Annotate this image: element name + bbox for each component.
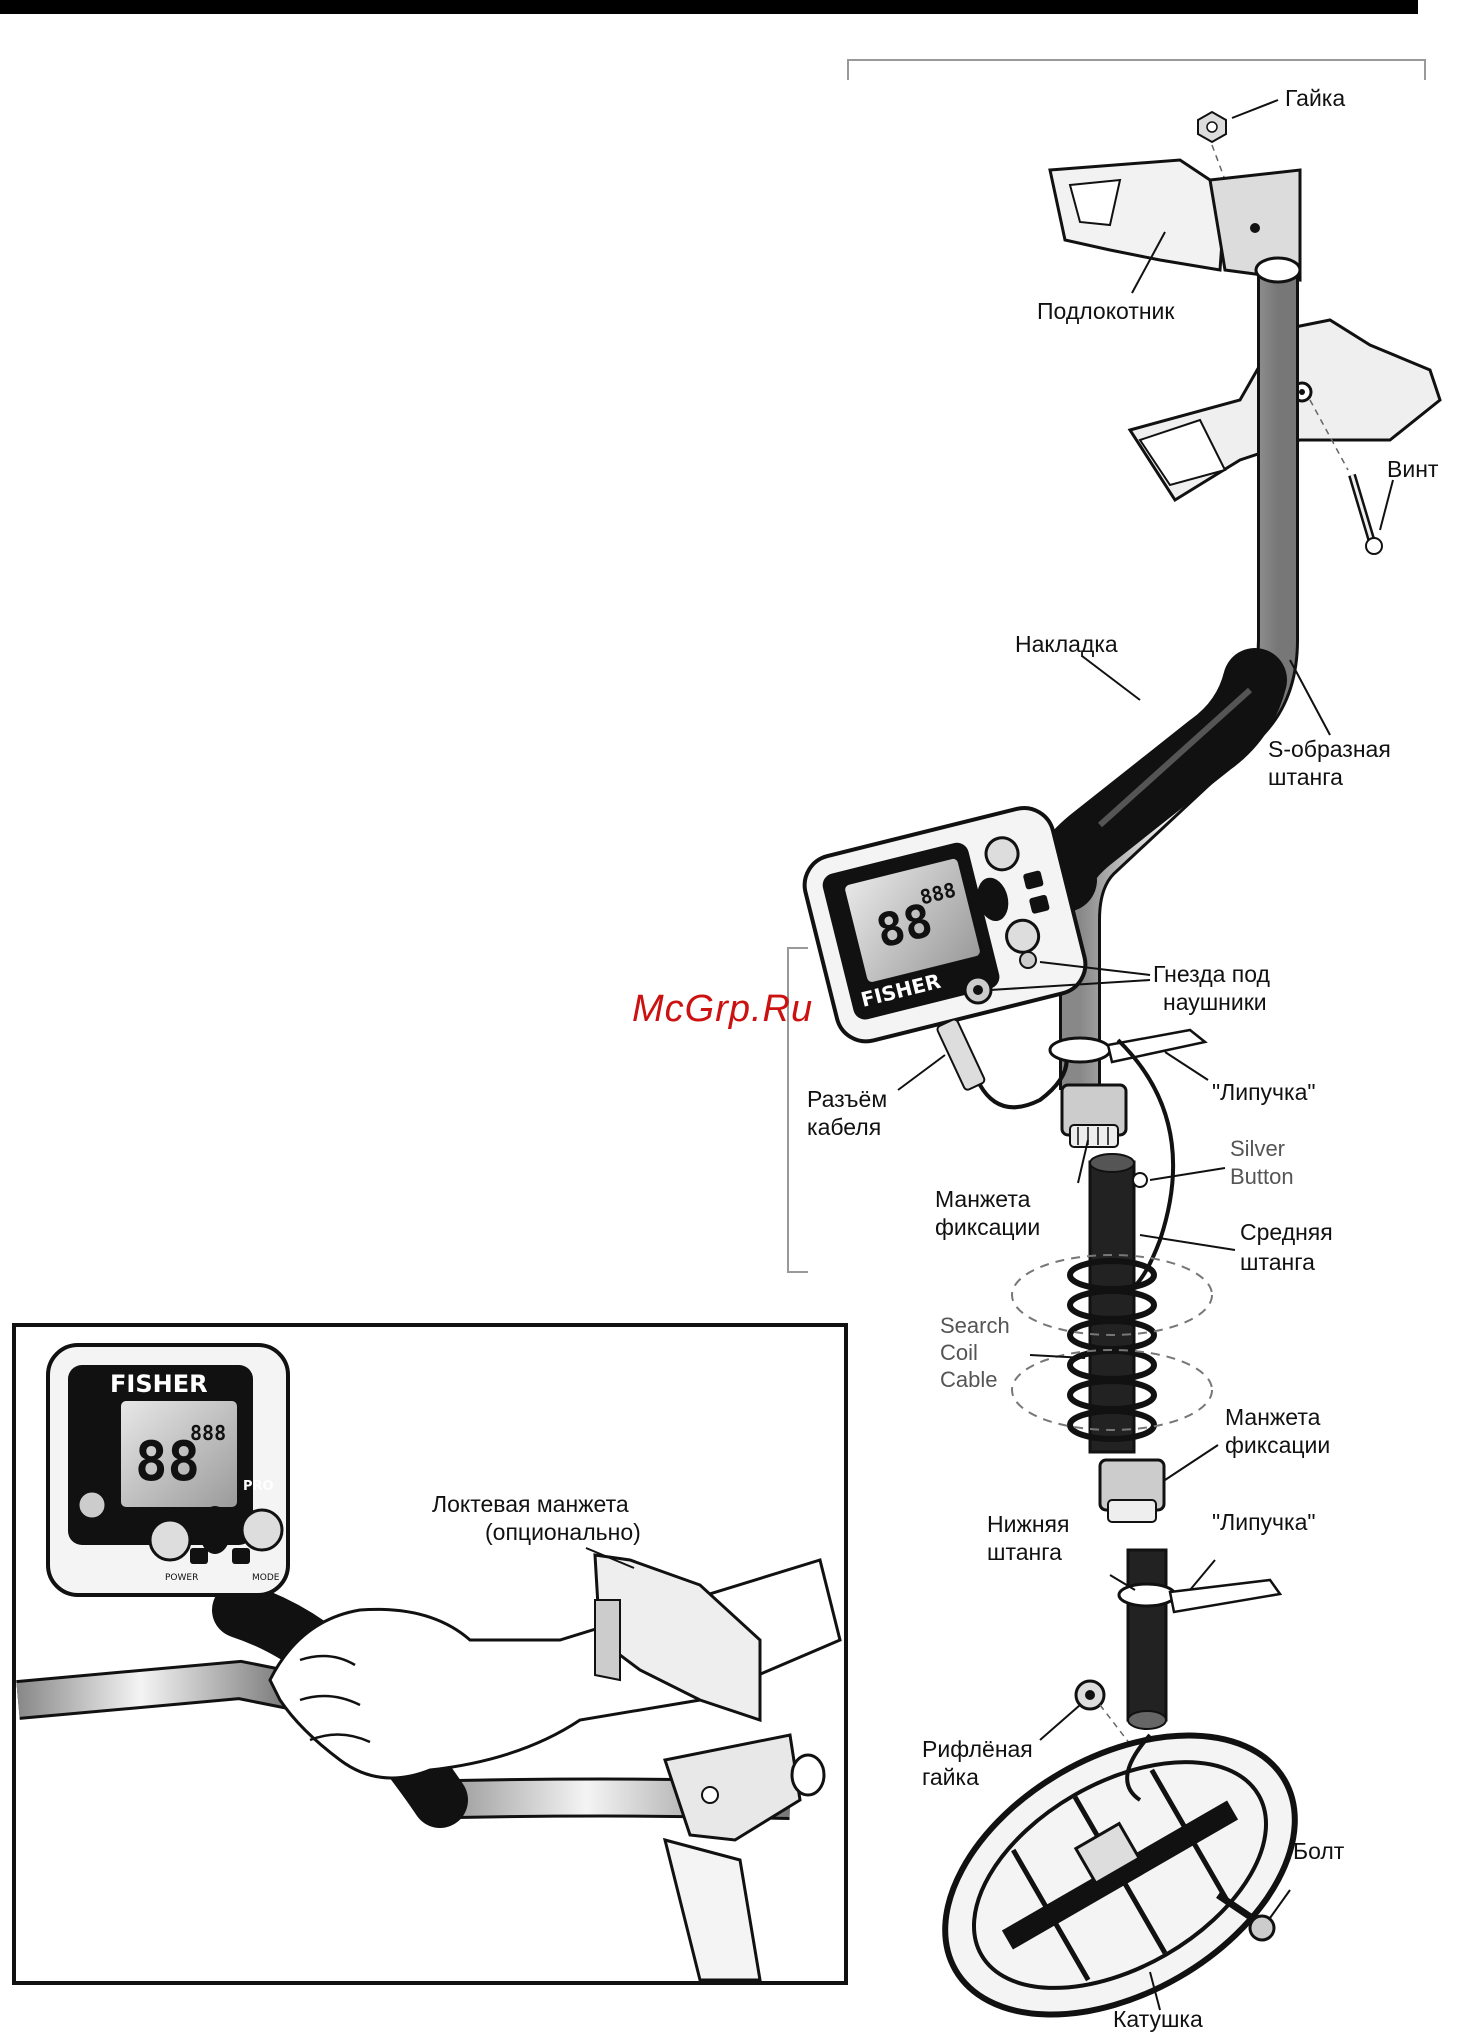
watermark: McGrp.Ru <box>632 988 814 1030</box>
silver-button-icon <box>1132 1172 1148 1188</box>
label-lower-rod-2: штанга <box>987 1539 1062 1565</box>
label-silver-button-1: Silver <box>1230 1136 1286 1161</box>
svg-text:MODE: MODE <box>252 1573 280 1583</box>
screw-icon <box>1348 473 1383 555</box>
svg-text:FISHER: FISHER <box>110 1370 208 1398</box>
top-bar <box>0 0 1418 14</box>
label-silver-button-2: Button <box>1230 1164 1294 1189</box>
label-coil: Катушка <box>1113 2006 1203 2032</box>
label-cable-connector-2: кабеля <box>807 1114 882 1140</box>
nut-icon <box>1197 110 1227 144</box>
label-armrest: Подлокотник <box>1037 298 1175 324</box>
label-grip: Накладка <box>1015 631 1118 657</box>
label-search-coil-cable-3: Cable <box>940 1367 998 1392</box>
label-velcro-top: "Липучка" <box>1212 1079 1316 1105</box>
knurled-nut-icon <box>1074 1679 1106 1711</box>
armrest-icon <box>1048 158 1442 503</box>
label-lower-rod-1: Нижняя <box>987 1511 1070 1537</box>
lock-collar-top-icon <box>1060 1083 1128 1148</box>
label-headphone-2: наушники <box>1163 989 1267 1015</box>
svg-text:88: 88 <box>871 893 938 959</box>
label-middle-rod-2: штанга <box>1240 1249 1315 1275</box>
label-elbow-cuff-1: Локтевая манжета <box>432 1491 629 1517</box>
top-bracket <box>847 59 1426 80</box>
label-knurled-nut-2: гайка <box>922 1764 979 1790</box>
search-coil-icon <box>942 1732 1298 2018</box>
cable-connector-icon <box>936 1018 1069 1110</box>
svg-text:88: 88 <box>135 1430 200 1493</box>
control-box: 88 888 FISHER <box>802 806 1088 1044</box>
label-search-coil-cable-1: Search <box>940 1313 1010 1338</box>
side-bracket <box>787 947 808 1273</box>
search-coil-cable-icon <box>1067 1258 1157 1442</box>
label-search-coil-cable-2: Coil <box>940 1340 978 1365</box>
label-screw: Винт <box>1387 456 1439 482</box>
grip-icon <box>1032 648 1287 912</box>
svg-text:888: 888 <box>190 1421 226 1445</box>
label-bolt: Болт <box>1293 1838 1345 1864</box>
label-velcro-bottom: "Липучка" <box>1212 1509 1316 1535</box>
label-knurled-nut-1: Рифлёная <box>922 1736 1033 1762</box>
label-nut: Гайка <box>1285 85 1346 111</box>
svg-text:PRO: PRO <box>243 1479 274 1494</box>
bolt-icon <box>1216 1892 1276 1942</box>
middle-rod <box>1088 1160 1136 1454</box>
label-s-rod-1: S-образная <box>1268 736 1391 762</box>
label-lock-collar-top-2: фиксации <box>935 1214 1041 1240</box>
label-headphone-1: Гнезда под <box>1153 961 1270 987</box>
label-lock-collar-bottom-1: Манжета <box>1225 1404 1321 1430</box>
label-lock-collar-bottom-2: фиксации <box>1225 1432 1331 1458</box>
label-middle-rod-1: Средняя <box>1240 1219 1333 1245</box>
velcro-strap-bottom-icon <box>1117 1578 1283 1614</box>
label-lock-collar-top-1: Манжета <box>935 1186 1031 1212</box>
label-elbow-cuff-2: (опционально) <box>485 1519 641 1545</box>
label-s-rod-2: штанга <box>1268 764 1343 790</box>
svg-text:POWER: POWER <box>165 1573 198 1583</box>
lock-collar-bottom-icon <box>1098 1458 1166 1523</box>
lower-rod <box>1126 1548 1168 1722</box>
label-cable-connector-1: Разъём <box>807 1086 888 1112</box>
inset-illustration: 88 888 FISHER PRO POWER MODE <box>16 1343 842 1982</box>
